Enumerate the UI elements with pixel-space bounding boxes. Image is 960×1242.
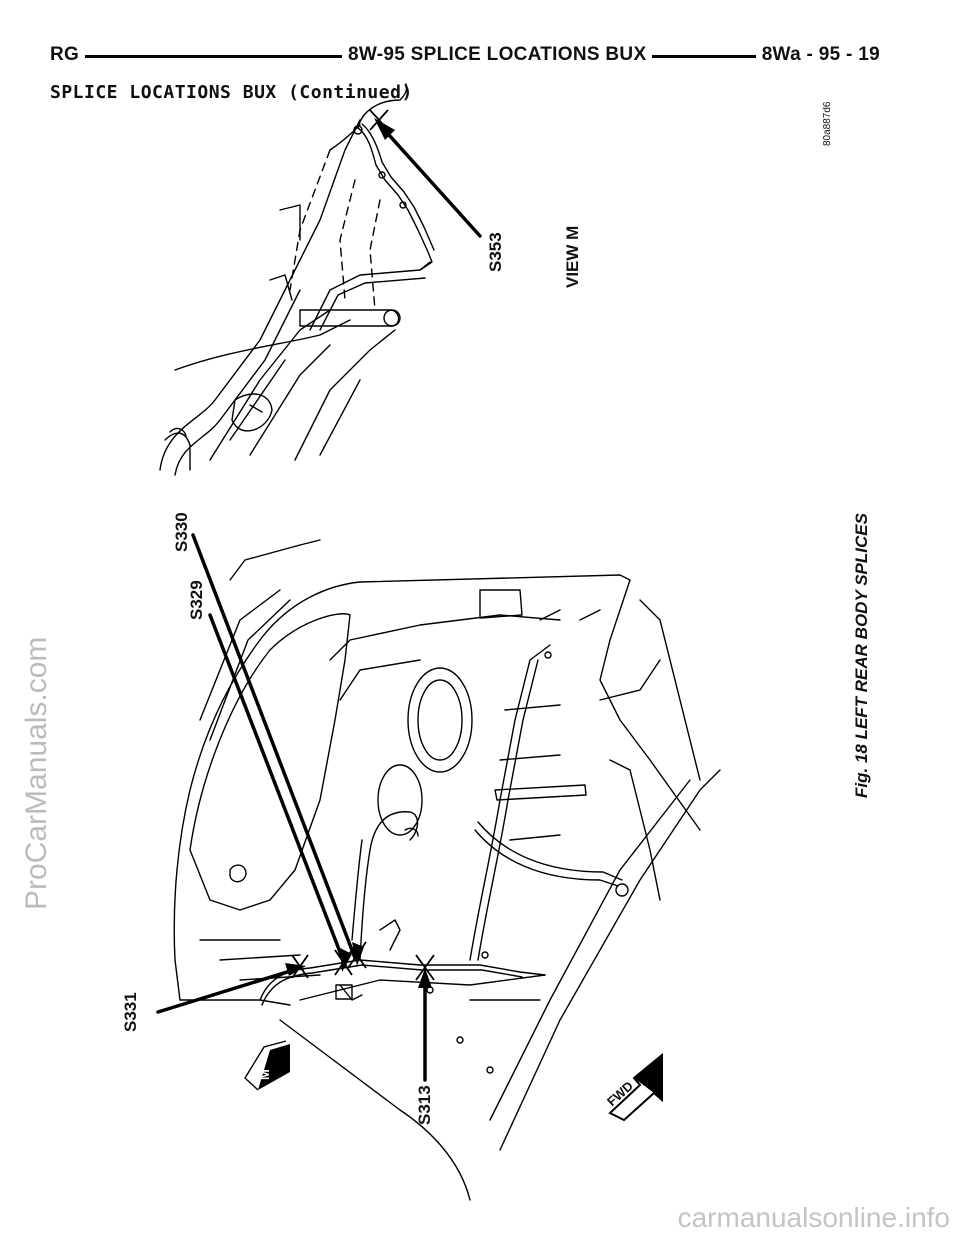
s329-leader — [208, 613, 347, 967]
splice-label-s331: S331 — [121, 992, 140, 1032]
header-title: 8W-95 SPLICE LOCATIONS BUX — [342, 44, 653, 66]
callout-leaders — [156, 123, 482, 1082]
bottom-watermark: carmanualsonline.info — [677, 1202, 950, 1233]
splice-label-s353: S353 — [486, 232, 505, 272]
rear-body-detail — [173, 539, 721, 1201]
part-number: 80a887d6 — [822, 101, 833, 147]
s330-leader — [191, 533, 357, 960]
s353-leader — [378, 123, 482, 238]
page-header: RG 8W-95 SPLICE LOCATIONS BUX 8Wa - 95 -… — [50, 44, 880, 72]
side-watermark: ProCarManuals.com — [20, 636, 53, 910]
figure-caption: Fig. 18 LEFT REAR BODY SPLICES — [852, 513, 871, 798]
view-m-arrow — [244, 1040, 290, 1091]
s331-leader — [156, 966, 302, 1014]
fwd-arrow — [608, 1052, 663, 1122]
splice-markers — [291, 109, 435, 981]
header-section-code: RG — [50, 44, 86, 66]
section-subheading: SPLICE LOCATIONS BUX (Continued) — [50, 82, 413, 103]
view-m-detail — [159, 83, 435, 476]
callout-arrowheads — [285, 118, 432, 988]
splice-label-s313: S313 — [415, 1085, 434, 1125]
header-page-number: 8Wa - 95 - 19 — [755, 44, 880, 66]
view-m-marker-label: M — [257, 1069, 272, 1080]
splice-label-s329: S329 — [187, 580, 206, 620]
splice-label-s330: S330 — [172, 512, 191, 552]
view-m-label: VIEW M — [563, 225, 582, 288]
